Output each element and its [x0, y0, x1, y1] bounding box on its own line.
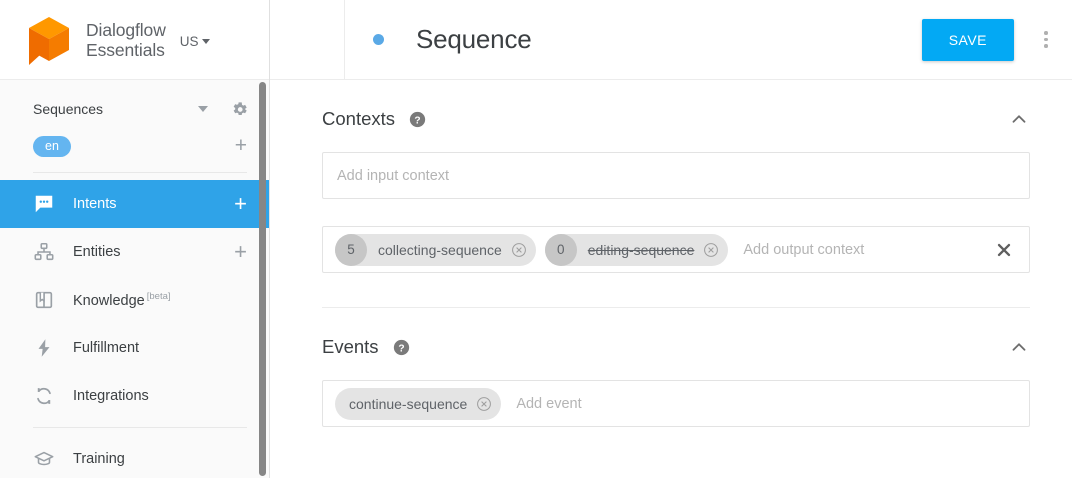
sidebar-item-label: Intents: [73, 196, 117, 212]
contexts-header: Contexts ?: [322, 108, 1030, 152]
region-selector[interactable]: US: [180, 30, 210, 49]
chip-label: editing-sequence: [587, 241, 695, 258]
sidebar: Dialogflow Essentials US Sequences en +: [0, 0, 270, 478]
knowledge-book-icon: [33, 289, 55, 311]
events-title: Events: [322, 336, 379, 357]
section-divider: [322, 307, 1030, 308]
brand-name: Dialogflow Essentials: [86, 20, 166, 60]
sidebar-item-label: Knowledge[beta]: [73, 291, 171, 309]
sidebar-item-label: Fulfillment: [73, 340, 140, 356]
agent-selector-row[interactable]: Sequences: [0, 90, 269, 128]
help-circle-icon[interactable]: ?: [409, 111, 426, 128]
close-x-icon[interactable]: [995, 241, 1013, 259]
sidebar-item-intents[interactable]: Intents +: [0, 180, 269, 228]
training-cap-icon: [33, 448, 55, 470]
events-header: Events ?: [322, 336, 1030, 380]
chevron-up-icon[interactable]: [1008, 336, 1030, 358]
language-row: en +: [0, 128, 269, 164]
sidebar-scrollbar-thumb[interactable]: [259, 82, 266, 476]
brand-header[interactable]: Dialogflow Essentials US: [0, 0, 269, 80]
output-context-placeholder: Add output context: [743, 241, 865, 258]
hamburger-menu-icon[interactable]: [290, 29, 318, 51]
language-divider: [33, 172, 247, 173]
caret-down-icon[interactable]: [198, 106, 208, 112]
contexts-title: Contexts: [322, 108, 396, 129]
sidebar-item-label: Entities: [73, 244, 121, 260]
integrations-refresh-icon: [33, 385, 55, 407]
add-entity-plus-icon[interactable]: +: [234, 239, 247, 264]
intents-chat-icon: [33, 193, 55, 215]
dialogflow-cube-logo-icon: [26, 15, 72, 67]
output-context-chip[interactable]: 5 collecting-sequence: [335, 233, 536, 266]
sidebar-nav: Intents + Entities +: [0, 180, 269, 478]
brand-line-1: Dialogflow: [86, 19, 166, 40]
kebab-menu-icon[interactable]: [1034, 31, 1058, 48]
sidebar-item-knowledge[interactable]: Knowledge[beta]: [0, 276, 269, 324]
sidebar-item-label: Integrations: [73, 388, 149, 404]
status-dot-icon: [373, 34, 384, 45]
chip-remove-icon[interactable]: [476, 396, 492, 412]
events-placeholder: Add event: [516, 395, 582, 412]
chip-label: collecting-sequence: [378, 241, 502, 258]
output-context-field[interactable]: 5 collecting-sequence 0 editing-sequence: [322, 226, 1030, 273]
svg-text:?: ?: [398, 343, 404, 354]
brand-line-2: Essentials: [86, 39, 165, 60]
nav-divider: [33, 427, 247, 428]
content-area: Contexts ? Add input: [270, 80, 1072, 427]
topbar: Sequence SAVE: [270, 0, 1072, 80]
chip-remove-icon[interactable]: [511, 242, 527, 258]
events-section: Events ?: [322, 308, 1030, 427]
region-label: US: [179, 34, 199, 49]
svg-text:?: ?: [414, 115, 420, 126]
topbar-separator: [344, 0, 345, 80]
chevron-up-icon[interactable]: [1008, 108, 1030, 130]
gear-icon[interactable]: [230, 100, 249, 119]
output-context-chip[interactable]: 0 editing-sequence: [544, 233, 729, 266]
agent-name: Sequences: [33, 101, 104, 117]
input-context-field[interactable]: Add input context: [322, 152, 1030, 199]
help-circle-icon[interactable]: ?: [393, 339, 410, 356]
chip-lifespan-count: 5: [335, 233, 367, 266]
chip-label: continue-sequence: [349, 395, 468, 412]
add-language-plus-icon[interactable]: +: [234, 134, 247, 157]
chip-remove-icon[interactable]: [703, 242, 719, 258]
beta-badge: [beta]: [146, 291, 171, 303]
sidebar-item-integrations[interactable]: Integrations: [0, 372, 269, 420]
events-field[interactable]: continue-sequence Add event: [322, 380, 1030, 427]
chip-lifespan-count: 0: [544, 233, 577, 266]
event-chip[interactable]: continue-sequence: [335, 387, 502, 420]
fulfillment-bolt-icon: [33, 337, 55, 359]
main-panel: Sequence SAVE Contexts ?: [270, 0, 1072, 478]
sidebar-item-training[interactable]: Training: [0, 435, 269, 478]
page-title: Sequence: [416, 24, 532, 54]
entities-hierarchy-icon: [33, 241, 55, 263]
sidebar-item-label: Training: [73, 451, 125, 467]
sidebar-item-entities[interactable]: Entities +: [0, 228, 269, 276]
contexts-section: Contexts ? Add input: [322, 80, 1030, 273]
add-intent-plus-icon[interactable]: +: [234, 191, 247, 216]
chevron-down-icon: [201, 39, 210, 44]
save-button[interactable]: SAVE: [921, 18, 1014, 61]
language-chip-en[interactable]: en: [33, 135, 71, 157]
sidebar-item-fulfillment[interactable]: Fulfillment: [0, 324, 269, 372]
input-context-placeholder: Add input context: [337, 167, 450, 184]
